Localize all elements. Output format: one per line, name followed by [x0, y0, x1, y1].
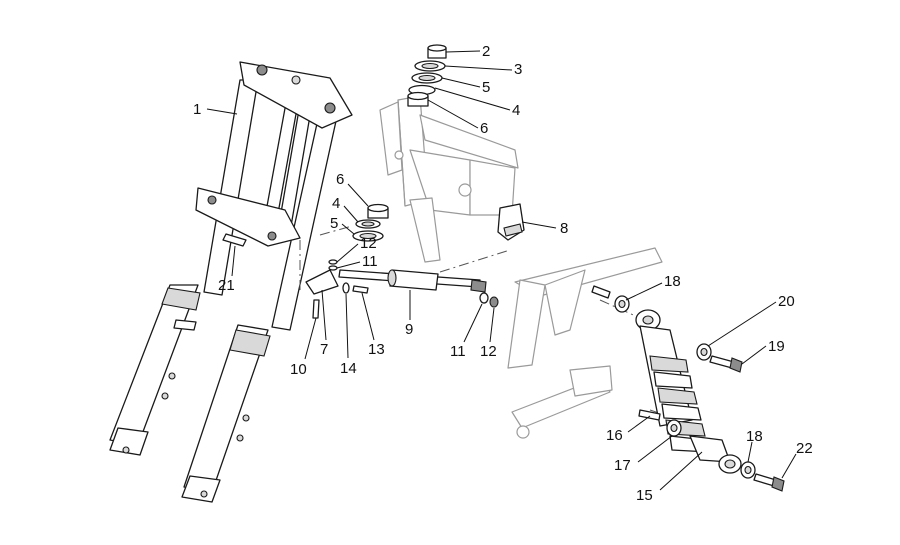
frame-outline [379, 95, 663, 439]
upper-bearing-stack [407, 44, 447, 107]
callout-5-upper: 5 [482, 79, 490, 96]
callout-16: 16 [606, 427, 623, 444]
callout-9: 9 [405, 321, 413, 338]
callout-13: 13 [368, 341, 385, 358]
leader-lines [206, 50, 797, 491]
callout-4-upper: 4 [512, 102, 520, 119]
callout-2: 2 [482, 43, 490, 60]
callout-5-lower: 5 [330, 215, 338, 232]
assembly-lines [299, 225, 681, 421]
callout-17: 17 [614, 457, 631, 474]
callout-12-upper: 12 [360, 235, 377, 252]
callout-12-lower: 12 [480, 343, 497, 360]
callout-18-upper: 18 [664, 273, 681, 290]
callout-18-lower: 18 [746, 428, 763, 445]
callout-6-lower: 6 [336, 171, 344, 188]
callout-3: 3 [514, 61, 522, 78]
callout-7: 7 [320, 341, 328, 358]
callout-1: 1 [193, 101, 201, 118]
callout-20: 20 [778, 293, 795, 310]
callout-numbers: 1 2 3 5 4 6 6 4 5 12 11 8 21 18 20 19 10… [193, 43, 813, 504]
callout-11-lower: 11 [450, 343, 466, 360]
shock-hardware [591, 285, 785, 492]
callout-6-upper: 6 [480, 120, 488, 137]
callout-14: 14 [340, 360, 357, 377]
front-fork-assembly [109, 61, 353, 503]
rear-shock-absorber [635, 309, 742, 474]
callout-21: 21 [218, 277, 235, 294]
bracket-8 [497, 203, 525, 241]
callout-22: 22 [796, 440, 813, 457]
steering-damper [305, 259, 499, 319]
pin-21 [222, 233, 247, 247]
callout-15: 15 [636, 487, 653, 504]
callout-11-upper: 11 [362, 253, 378, 270]
callout-19: 19 [768, 338, 785, 355]
callout-8: 8 [560, 220, 568, 237]
lower-bearing-stack [352, 203, 389, 242]
callout-4-lower: 4 [332, 195, 340, 212]
callout-10: 10 [290, 361, 307, 378]
